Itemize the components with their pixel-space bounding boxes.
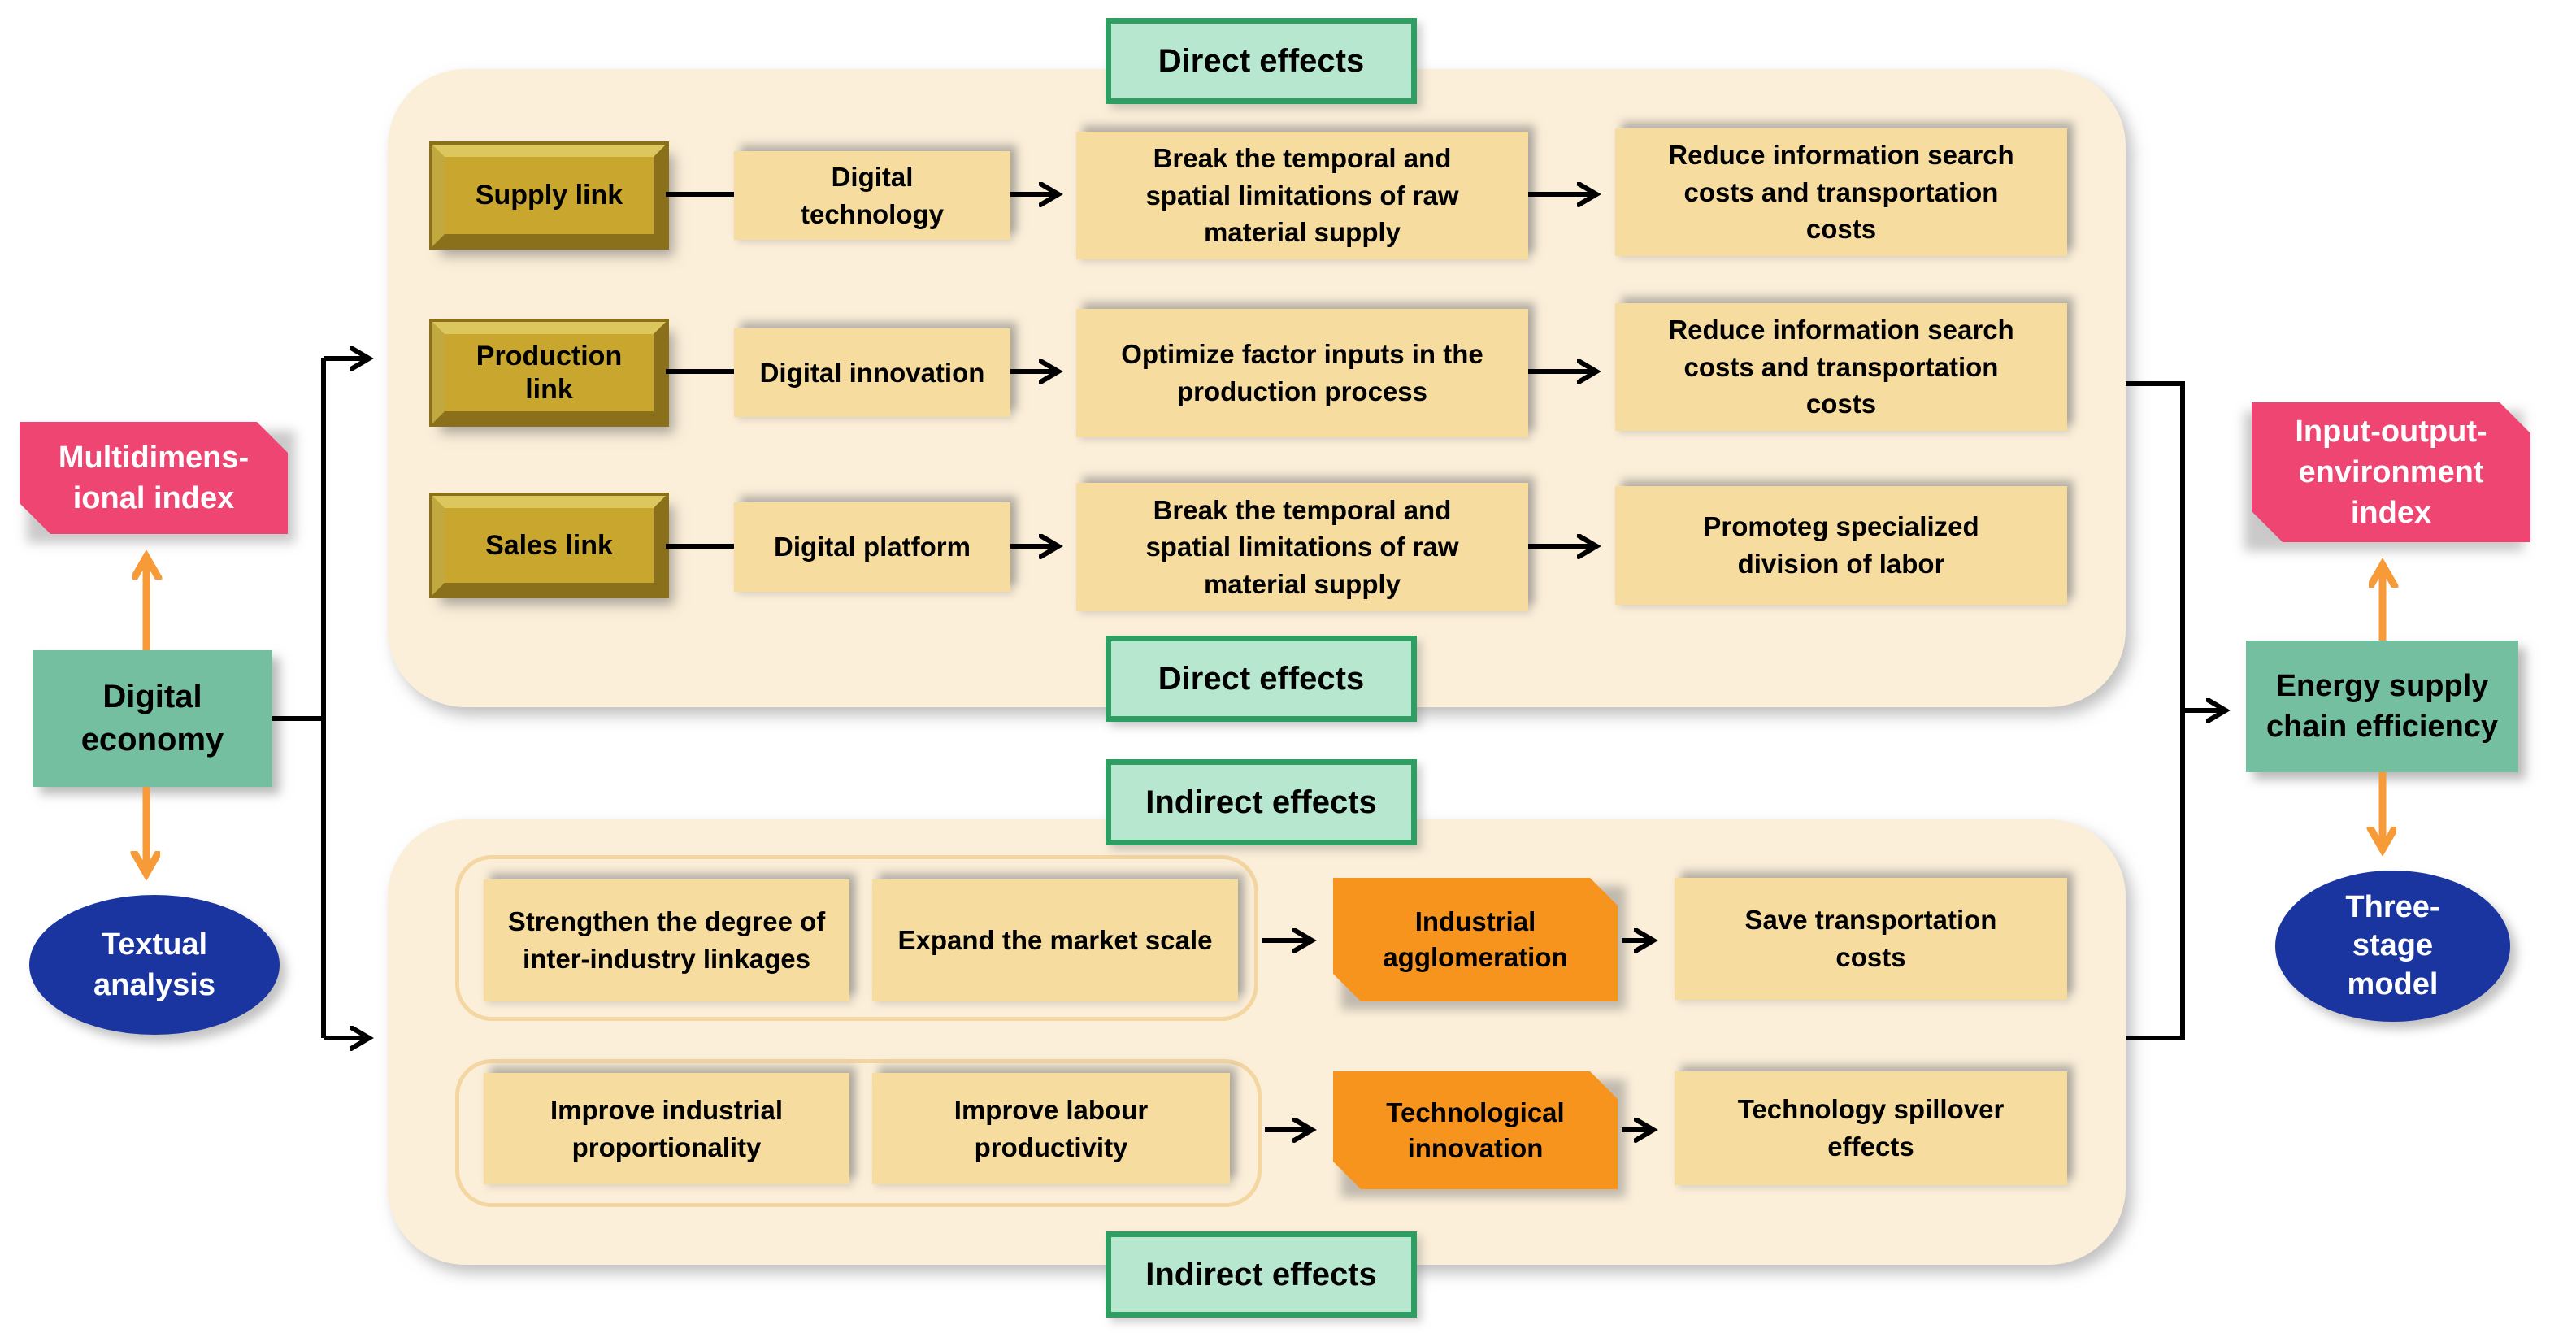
improve-labour-productivity-node: Improve labour productivity <box>872 1073 1230 1184</box>
indirect-inner-group-1 <box>455 855 1258 1021</box>
input-output-environment-index-node: Input-output- environment index <box>2252 402 2530 542</box>
production-link-button: Production link <box>429 319 669 427</box>
three-stage-model-node: Three- stage model <box>2275 871 2510 1022</box>
direct-effects-label-top: Direct effects <box>1106 18 1417 104</box>
digital-innovation-node: Digital innovation <box>734 328 1010 417</box>
indirect-inner-group-2 <box>455 1059 1262 1207</box>
direct-outcome-1-node: Reduce information search costs and tran… <box>1615 128 2067 256</box>
technology-spillover-effects-node: Technology spillover effects <box>1675 1071 2067 1185</box>
multidimensional-index-node: Multidimens- ional index <box>20 422 288 534</box>
indirect-effects-label-top: Indirect effects <box>1106 759 1417 845</box>
direct-mechanism-1-node: Break the temporal and spatial limitatio… <box>1076 132 1528 259</box>
digital-platform-node: Digital platform <box>734 502 1010 592</box>
expand-market-scale-node: Expand the market scale <box>872 879 1238 1001</box>
direct-mechanism-3-node: Break the temporal and spatial limitatio… <box>1076 483 1528 611</box>
direct-outcome-3-node: Promoteg specialized division of labor <box>1615 486 2067 605</box>
digital-technology-node: Digital technology <box>734 151 1010 240</box>
energy-supply-chain-efficiency-node: Energy supply chain efficiency <box>2246 641 2518 772</box>
industrial-agglomeration-node: Industrial agglomeration <box>1333 878 1618 1001</box>
improve-proportionality-node: Improve industrial proportionality <box>484 1073 849 1184</box>
save-transportation-costs-node: Save transportation costs <box>1675 878 2067 1000</box>
sales-link-button: Sales link <box>429 493 669 598</box>
technological-innovation-node: Technological innovation <box>1333 1071 1618 1189</box>
direct-effects-label-bottom: Direct effects <box>1106 636 1417 722</box>
indirect-effects-label-bottom: Indirect effects <box>1106 1231 1417 1318</box>
supply-link-button: Supply link <box>429 141 669 250</box>
digital-economy-node: Digital economy <box>33 650 272 787</box>
textual-analysis-node: Textual analysis <box>29 895 280 1035</box>
direct-outcome-2-node: Reduce information search costs and tran… <box>1615 303 2067 431</box>
direct-mechanism-2-node: Optimize factor inputs in the production… <box>1076 309 1528 437</box>
strengthen-linkages-node: Strengthen the degree of inter-industry … <box>484 879 849 1001</box>
